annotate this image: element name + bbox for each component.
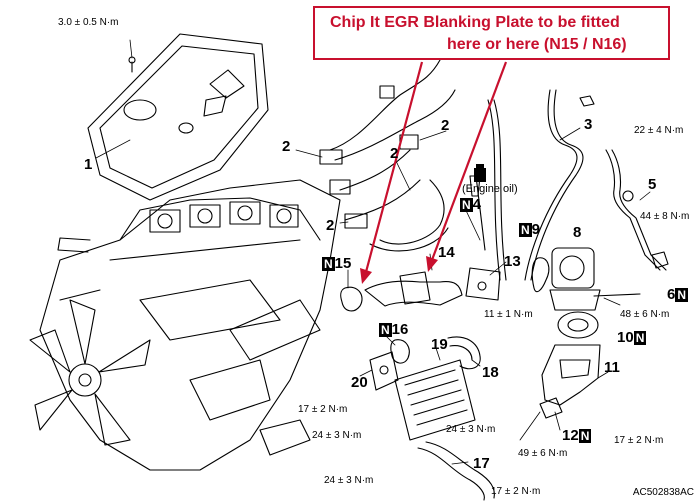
n-badge: N (322, 257, 335, 272)
callout-line-1: Chip It EGR Blanking Plate to be fitted (330, 14, 620, 31)
part-label-8: 8 (573, 224, 582, 241)
callout-line-2: here or here (N15 / N16) (447, 36, 627, 53)
n-badge: N (519, 223, 532, 238)
n-badge: N (460, 198, 473, 213)
part-number: 15 (334, 255, 352, 272)
engine-cover (87, 33, 269, 201)
egr-pipe-14 (364, 267, 501, 307)
torque-label-11: 11 ± 1 N·m (484, 309, 533, 320)
torque-label-17b: 17 ± 2 N·m (491, 486, 541, 497)
gasket-16 (390, 339, 410, 364)
torque-label-24c: 24 ± 3 N·m (324, 475, 374, 486)
torque-label-49: 49 ± 6 N·m (518, 448, 568, 459)
callout-arrows (360, 61, 508, 284)
n-badge: N (633, 331, 647, 346)
part-label-13: 13 (504, 253, 521, 270)
hose-17 (417, 441, 495, 501)
wiring-harness (319, 59, 456, 252)
bracket-20 (369, 351, 399, 391)
part-label-2d: 2 (326, 217, 335, 234)
egr-valve (549, 247, 641, 311)
part-label-5: 5 (648, 176, 657, 193)
torque-label-48: 48 ± 6 N·m (620, 309, 670, 320)
gasket-15 (340, 286, 363, 312)
torque-label-44: 44 ± 8 N·m (640, 211, 690, 222)
part-number: 10 (617, 329, 634, 346)
part-label-20: 20 (351, 374, 368, 391)
part-label-3: 3 (584, 116, 593, 133)
gasket-10 (557, 311, 599, 339)
part-label-19: 19 (431, 336, 448, 353)
torque-label-17a: 17 ± 2 N·m (298, 404, 348, 415)
part-label-18: 18 (482, 364, 499, 381)
egr-cooler (394, 359, 476, 441)
hose-18 (447, 336, 481, 370)
part-label-1: 1 (84, 156, 93, 173)
torque-label-22: 22 ± 4 N·m (634, 125, 684, 136)
torque-label-24b: 24 ± 3 N·m (446, 424, 496, 435)
engine-oil-text: Engine oil (465, 183, 514, 195)
n-badge: N (379, 323, 392, 338)
torque-label-cover: 3.0 ± 0.5 N·m (58, 17, 119, 28)
gasket-9 (531, 257, 550, 293)
torque-label-24a: 24 ± 3 N·m (312, 430, 362, 441)
figure-reference: AC502838AC (632, 487, 694, 498)
oil-pipes (524, 89, 669, 281)
part-label-17: 17 (473, 455, 490, 472)
egr-pipe-11 (539, 344, 601, 419)
oil-can-icon (474, 164, 486, 182)
part-number: 4 (472, 196, 482, 213)
part-label-14: 14 (438, 244, 455, 261)
part-number: 16 (391, 321, 409, 338)
engine-block (29, 179, 341, 471)
dipstick (469, 99, 507, 281)
engine-oil-label: (Engine oil) (462, 183, 518, 195)
part-label-2b: 2 (282, 138, 291, 155)
part-label-11: 11 (604, 359, 620, 376)
callout-box (313, 6, 670, 60)
part-label-2c: 2 (390, 145, 399, 162)
part-label-2a: 2 (441, 117, 450, 134)
n-badge: N (578, 429, 592, 444)
part-number: 6 (667, 286, 676, 303)
n-badge: N (675, 288, 689, 303)
torque-label-17c: 17 ± 2 N·m (614, 435, 664, 446)
part-number: 12 (562, 427, 579, 444)
part-number: 9 (531, 221, 541, 238)
